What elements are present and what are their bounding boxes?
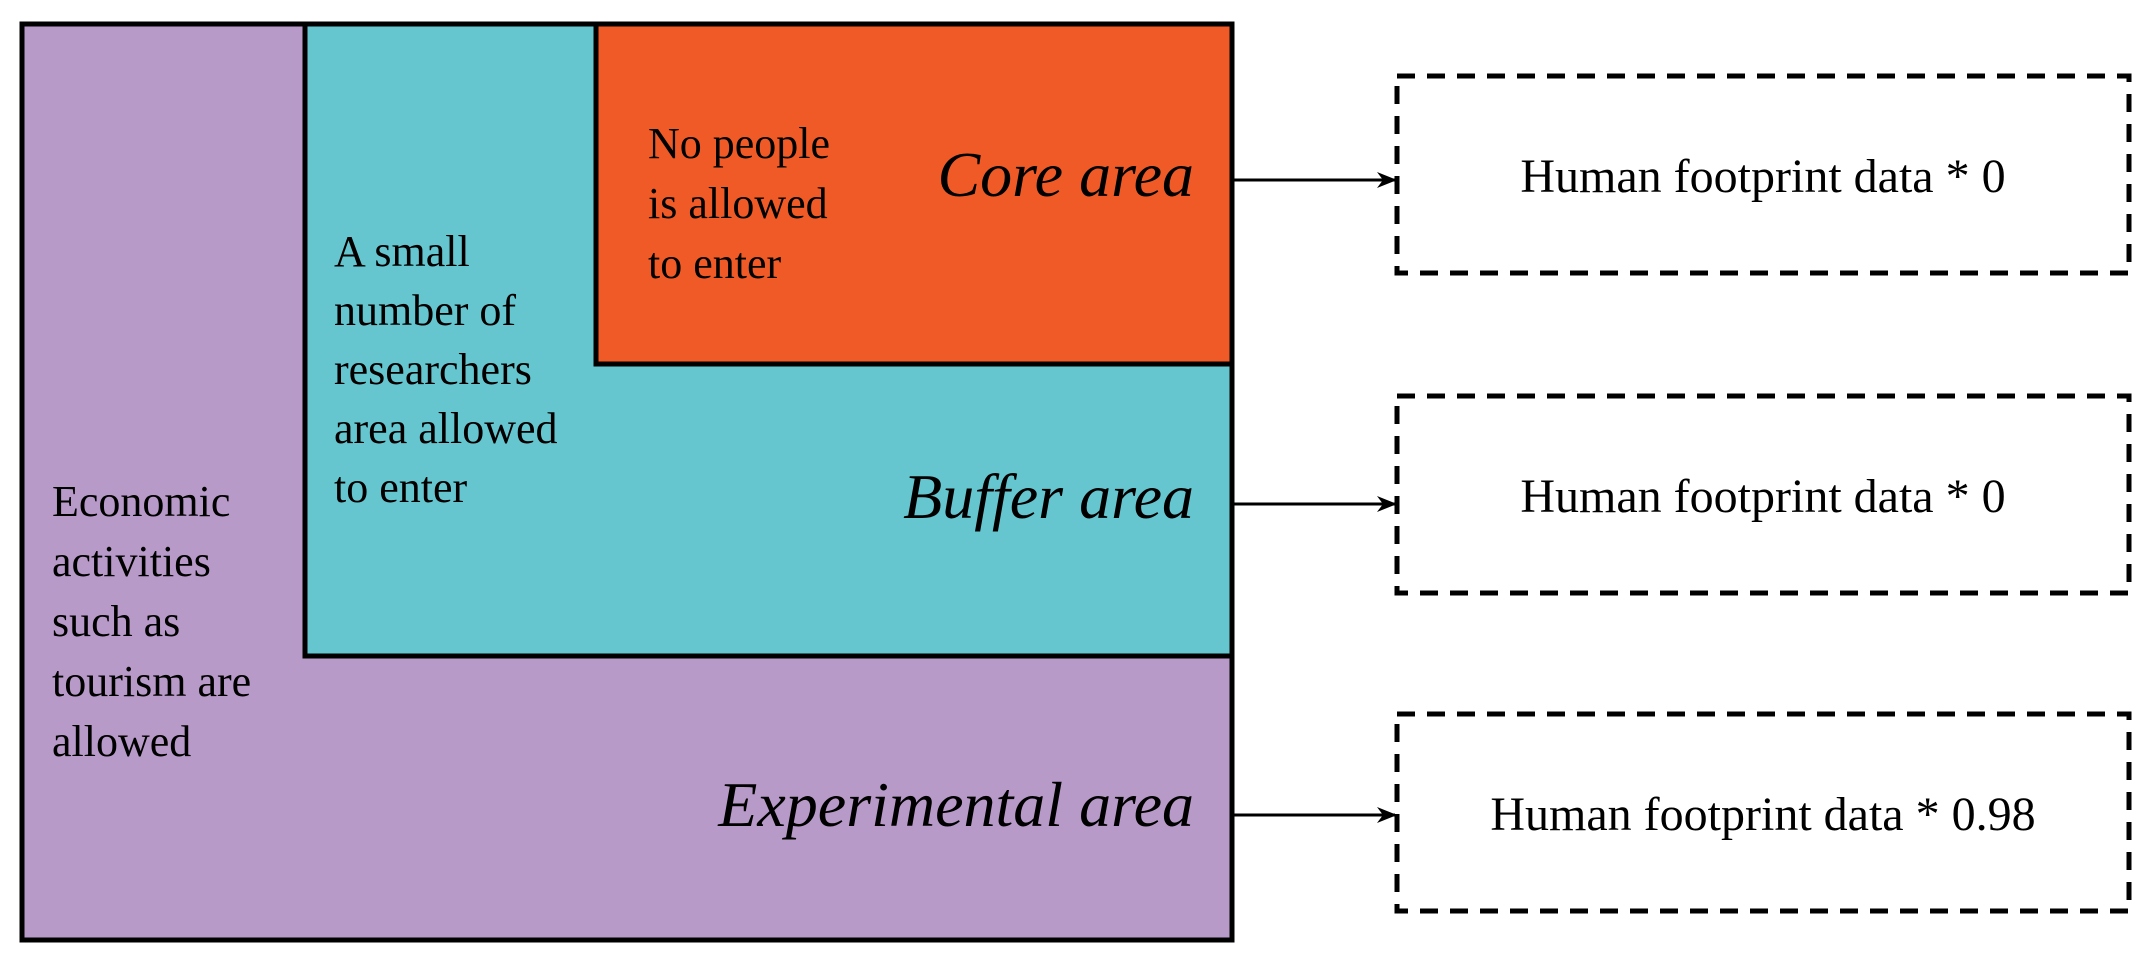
core-result-box — [1394, 73, 2132, 276]
buffer-desc-line: to enter — [334, 463, 468, 512]
buffer-result-box — [1394, 393, 2132, 596]
core-desc-line: is allowed — [648, 179, 828, 228]
buffer-result-text: Human footprint data * 0 — [1520, 470, 2005, 523]
core-desc-line: No people — [648, 119, 830, 168]
experimental-result-text: Human footprint data * 0.98 — [1490, 788, 2035, 841]
core-area-description: No people is allowed to enter — [648, 119, 841, 288]
experimental-area-description: Economic activities such as tourism are … — [52, 477, 262, 766]
buffer-desc-line: A small — [334, 227, 470, 276]
buffer-area-description: A small number of researchers area allow… — [334, 227, 569, 512]
core-result-text: Human footprint data * 0 — [1520, 150, 2005, 203]
buffer-desc-line: area allowed — [334, 404, 558, 453]
experimental-area-title: Experimental area — [717, 769, 1194, 840]
buffer-desc-line: researchers — [334, 345, 532, 394]
experimental-desc-line: Economic — [52, 477, 230, 526]
core-area-title: Core area — [937, 139, 1194, 210]
experimental-desc-line: activities — [52, 537, 211, 586]
experimental-desc-line: tourism are — [52, 657, 251, 706]
core-area-box — [593, 21, 1235, 367]
buffer-desc-line: number of — [334, 286, 516, 335]
experimental-desc-line: such as — [52, 597, 180, 646]
buffer-area-title: Buffer area — [903, 461, 1194, 532]
experimental-result-box — [1394, 711, 2132, 914]
core-desc-line: to enter — [648, 239, 782, 288]
experimental-desc-line: allowed — [52, 717, 191, 766]
